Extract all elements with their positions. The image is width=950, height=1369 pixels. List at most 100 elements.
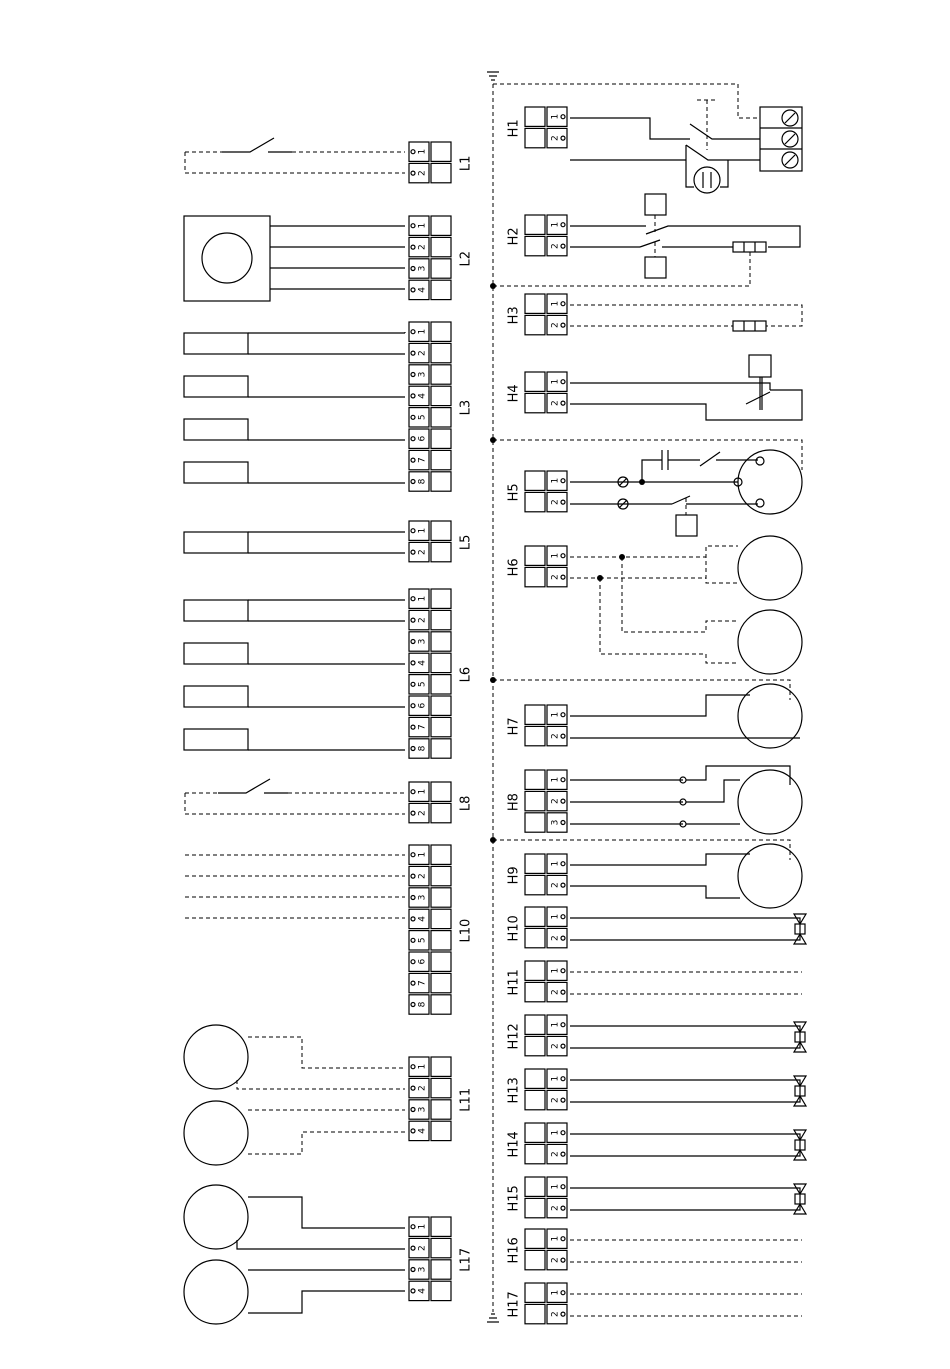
terminal-number: 1 [551,553,561,559]
terminal-number: 8 [418,1001,428,1007]
connector-h7: 12H7 [507,705,568,746]
connector-label: H14 [507,1131,522,1157]
connector-label: H12 [507,1023,522,1049]
terminal-number: 3 [418,372,428,378]
valve-circuit-h14 [570,1130,806,1160]
terminal-number: 4 [418,287,428,293]
terminal-number: 2 [551,1097,561,1103]
terminal-number: 8 [418,478,428,484]
connector-label: L5 [459,535,474,551]
element-icon [184,729,248,750]
terminal-number: 2 [551,935,561,941]
terminal-number: 2 [551,499,561,505]
element-icon [184,686,248,707]
terminal-number: 1 [418,852,428,858]
connector-label: H1 [507,119,522,137]
terminal-socket [525,294,545,313]
terminal-socket [431,322,451,341]
thermostat-icon [645,194,666,215]
terminal-socket [431,632,451,651]
motor-icon [184,1185,248,1249]
terminal-number: 1 [551,1236,561,1242]
fan-motor-icon [738,536,802,600]
connector-h15: 12H15 [507,1177,568,1218]
terminal-socket [431,952,451,971]
terminal-number: 1 [418,528,428,534]
connector-h6: 12H6 [507,546,568,587]
terminal-socket [431,386,451,405]
connector-l3: 12345678L3 [409,322,474,491]
element-icon [184,462,248,483]
terminal-socket [431,1217,451,1236]
terminal-socket [525,215,545,234]
terminal-number: 2 [418,1085,428,1091]
terminal-number: 1 [551,1184,561,1190]
terminal-socket [431,237,451,256]
connector-label: H17 [507,1291,522,1317]
terminal-socket [431,803,451,822]
valve-circuit-h13 [570,1076,806,1106]
terminal-socket [431,142,451,161]
connector-h1: 1 2 H1 [507,107,568,148]
terminal-socket [431,1100,451,1119]
connector-label: L11 [459,1088,474,1112]
terminal-number: 4 [418,916,428,922]
connector-label: H5 [507,483,522,501]
terminal-number: 2 [551,400,561,406]
terminal-number: 2 [418,810,428,816]
terminal-number: 3 [418,639,428,645]
terminal-socket [431,696,451,715]
terminal-socket [431,163,451,182]
terminal-number: 2 [551,135,561,141]
terminal-socket [431,675,451,694]
ground-icon [487,72,499,80]
switch-icon [646,226,800,247]
connector-l8: 1 2 L8 [409,782,474,823]
terminal-socket [525,813,545,832]
terminal-socket [525,107,545,126]
terminal-socket [525,770,545,789]
valve-circuit-h10 [570,914,806,944]
terminal-number: 4 [418,660,428,666]
switch-icon [640,240,733,247]
connector-h17: 12H17 [507,1283,568,1324]
terminal-socket [431,845,451,864]
connector-l10: 12345678L10 [409,845,474,1014]
switch-icon [686,145,760,160]
terminal-socket [431,408,451,427]
terminal-number: 1 [418,789,428,795]
terminal-number: 1 [418,329,428,335]
thermal-icon [694,167,720,193]
terminal-number: 2 [418,617,428,623]
terminal-number: 8 [418,745,428,751]
power-terminal-block [760,107,802,171]
terminal-socket [431,259,451,278]
terminal-number: 2 [418,1245,428,1251]
element-icon [184,333,248,354]
terminal-socket [431,589,451,608]
connector-l2: 1234L2 [409,216,474,300]
connector-label: H7 [507,717,522,735]
terminal-socket [431,1281,451,1300]
element-icon [184,376,248,397]
terminal-socket [525,1304,545,1323]
terminal-socket [525,315,545,334]
terminal-socket [431,1057,451,1076]
terminal-number: 1 [551,114,561,120]
terminal-socket [525,982,545,1001]
terminal-socket [525,705,545,724]
motor-icon [184,1101,248,1165]
terminal-number: 2 [551,1043,561,1049]
connector-label: L8 [459,796,474,812]
terminal-socket [431,450,451,469]
connector-label: H8 [507,793,522,811]
fan-motor-icon [738,770,802,834]
terminal-number: 2 [551,733,561,739]
terminal-number: 2 [551,1151,561,1157]
